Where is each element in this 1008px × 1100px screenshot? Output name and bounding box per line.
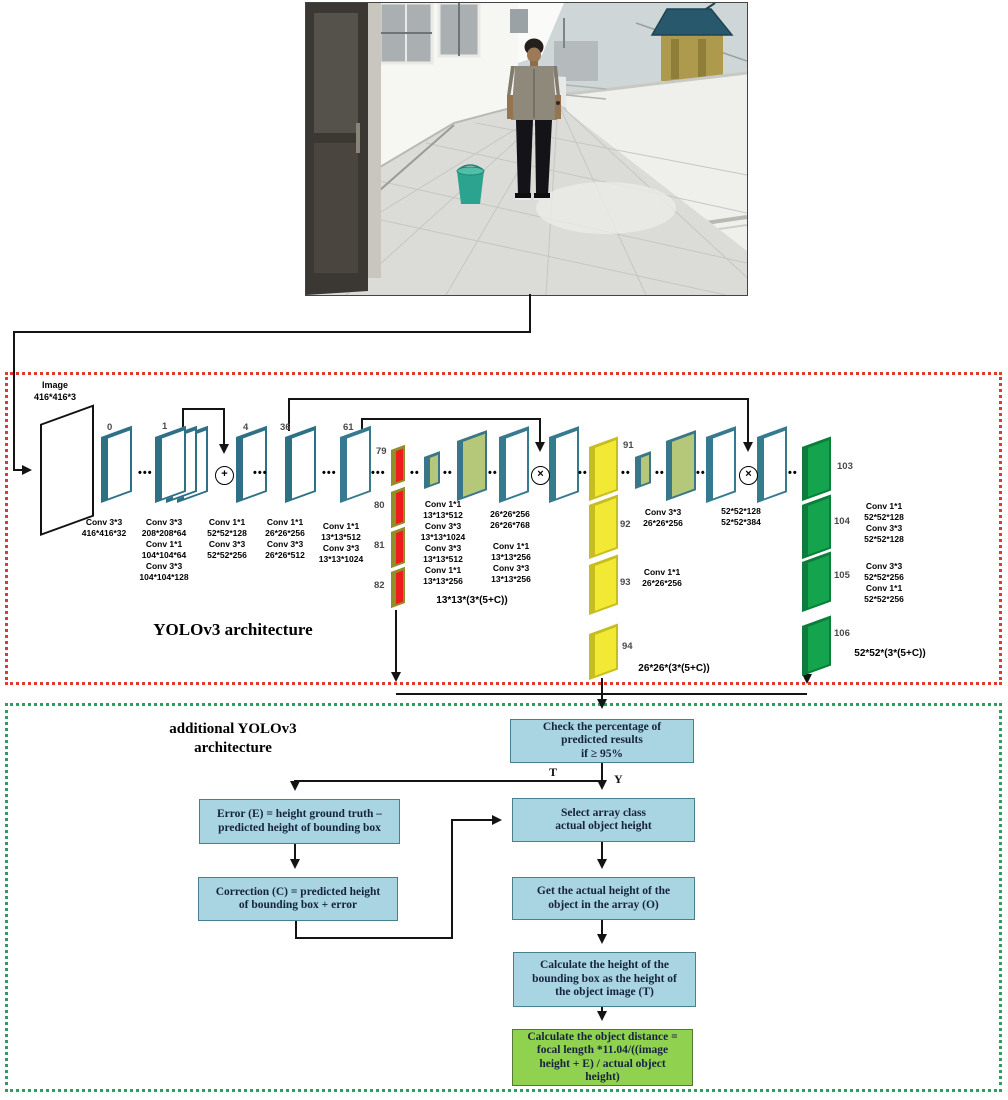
ellipsis-dots: ••: [696, 467, 706, 479]
conv-label: Conv 1*1 26*26*256: [642, 567, 682, 588]
conv-label: Conv 1*1 52*52*128 Conv 3*3 52*52*128: [864, 501, 904, 544]
bucket: [456, 164, 485, 204]
layer-number-label: 93: [620, 577, 631, 588]
person-figure: [507, 38, 561, 200]
ellipsis-dots: ••: [621, 467, 631, 479]
conv-label: Conv 3*3 416*416*32: [81, 517, 127, 538]
layer-panel: [635, 451, 651, 489]
flow-box-select-array: Select array class actual object height: [512, 798, 695, 842]
layer-panel-36: [285, 425, 316, 503]
layer-panel-91: [589, 436, 618, 501]
additional-architecture-frame: [5, 703, 1002, 1092]
layer-panel-61: [340, 425, 371, 503]
conv-label: Conv 1*1 13*13*512 Conv 3*3 13*13*1024: [318, 521, 364, 564]
conv-label: Conv 1*1 13*13*256 Conv 3*3 13*13*256: [491, 541, 531, 584]
input-image-label: Image 416*416*3: [33, 380, 77, 402]
scale-output-13: 13*13*(3*(5+C)): [436, 595, 508, 606]
layer-panel: [549, 426, 579, 503]
layer-panel: [706, 426, 736, 503]
ellipsis-dots: ••: [410, 467, 420, 479]
layer-number-label: 105: [834, 570, 850, 581]
layer-number-label: 82: [374, 580, 385, 591]
corridor-photo: [305, 2, 748, 296]
layer-number-label: 1: [162, 421, 168, 432]
tiled-floor: [306, 106, 747, 295]
add-operator-icon: +: [215, 466, 234, 485]
ellipsis-dots: •••: [253, 467, 268, 479]
branch-label-y: Y: [614, 772, 623, 786]
flow-box-calculate-height: Calculate the height of the bounding box…: [513, 952, 696, 1007]
ellipsis-dots: ••: [443, 467, 453, 479]
flow-box-check-percentage: Check the percentage of predicted result…: [510, 719, 694, 763]
branch-label-t: T: [549, 765, 558, 779]
flow-box-get-height: Get the actual height of the object in t…: [512, 877, 695, 920]
ellipsis-dots: ••: [578, 467, 588, 479]
layer-number-label: 104: [834, 516, 850, 527]
conv-label: Conv 1*1 13*13*512 Conv 3*3 13*13*1024 C…: [420, 499, 466, 586]
layer-panel: [457, 430, 487, 501]
layer-number-label: 36: [280, 422, 291, 433]
flow-box-error: Error (E) = height ground truth – predic…: [199, 799, 400, 844]
layer-panel: [757, 426, 787, 503]
layer-number-label: 80: [374, 500, 385, 511]
ac-unit: [510, 9, 528, 33]
scale-output-26: 26*26*(3*(5+C)): [638, 663, 710, 674]
multiply-operator-icon: ×: [739, 466, 758, 485]
conv-label: 52*52*128 52*52*384: [721, 506, 761, 527]
layer-panel-0: [101, 425, 132, 503]
ellipsis-dots: ••: [488, 467, 498, 479]
layer-panel-1: [155, 425, 186, 503]
layer-panel-106: [802, 615, 831, 676]
right-wall: [560, 73, 747, 253]
layer-panel: [424, 451, 440, 489]
flow-box-correction: Correction (C) = predicted height of bou…: [198, 877, 398, 921]
layer-number-label: 0: [107, 422, 113, 433]
conv-label: Conv 1*1 52*52*128 Conv 3*3 52*52*256: [207, 517, 247, 560]
flowchart-title: additional YOLOv3 architecture: [169, 721, 297, 756]
layer-panel: [499, 426, 529, 503]
layer-panel-79: [391, 444, 405, 486]
door: [306, 3, 381, 295]
layer-number-label: 106: [834, 628, 850, 639]
layer-number-label: 4: [243, 422, 249, 433]
layer-number-label: 61: [343, 422, 354, 433]
conv-label: Conv 3*3 208*208*64 Conv 1*1 104*104*64 …: [139, 517, 189, 582]
layer-number-label: 81: [374, 540, 385, 551]
layer-panel-103: [802, 436, 831, 501]
layer-panel-4: [236, 425, 267, 503]
water-tower: [650, 3, 734, 93]
layer-number-label: 79: [376, 446, 387, 457]
layer-number-label: 94: [622, 641, 633, 652]
scale-output-52: 52*52*(3*(5+C)): [854, 648, 926, 659]
ellipsis-dots: •••: [138, 467, 153, 479]
ellipsis-dots: ••: [788, 467, 798, 479]
far-building: [554, 41, 598, 81]
layer-number-label: 91: [623, 440, 634, 451]
multiply-operator-icon: ×: [531, 466, 550, 485]
ellipsis-dots: •••: [322, 467, 337, 479]
layer-panel-104: [802, 494, 831, 559]
architecture-title: YOLOv3 architecture: [153, 620, 313, 639]
layer-number-label: 103: [837, 461, 853, 472]
ellipsis-dots: •••: [371, 467, 386, 479]
flow-box-calculate-distance: Calculate the object distance = focal le…: [512, 1029, 693, 1086]
conv-label: 26*26*256 26*26*768: [490, 509, 530, 530]
layer-number-label: 92: [620, 519, 631, 530]
layer-panel: [666, 430, 696, 501]
conv-label: Conv 1*1 26*26*256 Conv 3*3 26*26*512: [265, 517, 305, 560]
layer-panel-105: [802, 551, 831, 612]
conv-label: Conv 3*3 52*52*256 Conv 1*1 52*52*256: [864, 561, 904, 604]
ellipsis-dots: ••: [655, 467, 665, 479]
conv-label: Conv 3*3 26*26*256: [643, 507, 683, 528]
